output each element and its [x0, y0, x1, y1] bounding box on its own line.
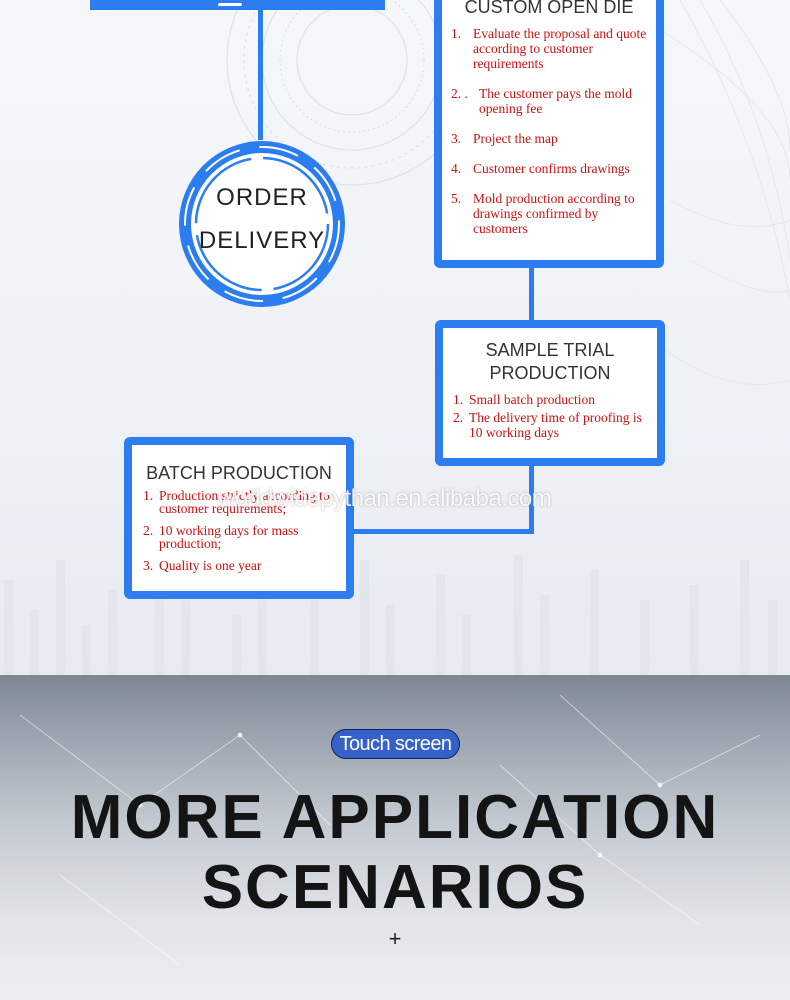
sample-trial-list: 1. Small batch production 2. The deliver… — [443, 392, 657, 440]
list-item: 4. Customer confirms drawings — [451, 161, 656, 176]
batch-production-box: BATCH PRODUCTION 1. Production strictly … — [124, 437, 354, 599]
process-flow-section: ORDER DELIVERY CUSTOM OPEN DIE 1. Evalua… — [0, 0, 790, 675]
order-delivery-node: ORDER DELIVERY — [172, 134, 352, 314]
application-scenarios-section: Touch screen MORE APPLICATION SCENARIOS … — [0, 675, 790, 1000]
sample-trial-production-box: SAMPLE TRIAL PRODUCTION 1. Small batch p… — [435, 320, 665, 466]
list-item: 1. Small batch production — [453, 392, 657, 407]
plus-icon: + — [385, 928, 405, 950]
touch-screen-tag: Touch screen — [331, 729, 460, 759]
sample-trial-title-line2: PRODUCTION — [443, 362, 657, 385]
custom-open-die-list: 1. Evaluate the proposal and quote accor… — [442, 26, 656, 236]
list-item: 2. . The customer pays the mold opening … — [451, 86, 656, 116]
order-delivery-ring — [172, 134, 352, 314]
list-item: 5. Mold production according to drawings… — [451, 191, 656, 236]
list-item: 2. 10 working days for mass production; — [143, 524, 346, 550]
headline-line2: SCENARIOS — [0, 853, 790, 923]
background-bars — [0, 0, 790, 675]
custom-open-die-box: CUSTOM OPEN DIE 1. Evaluate the proposal… — [434, 0, 664, 268]
headline-line1: MORE APPLICATION — [0, 783, 790, 853]
custom-open-die-title: CUSTOM OPEN DIE — [442, 0, 656, 19]
list-item: 1. Evaluate the proposal and quote accor… — [451, 26, 656, 71]
batch-production-title: BATCH PRODUCTION — [132, 462, 346, 485]
list-item: 2. The delivery time of proofing is 10 w… — [453, 410, 657, 440]
watermark-text: worldwidepythan.en.alibaba.com — [218, 485, 551, 513]
order-delivery-line2: DELIVERY — [172, 227, 352, 255]
connector-die-to-sample — [529, 266, 534, 322]
order-delivery-line1: ORDER — [172, 184, 352, 212]
connector-top-to-order — [258, 8, 263, 140]
sample-trial-title-line1: SAMPLE TRIAL — [443, 339, 657, 362]
connector-to-batch — [352, 529, 534, 534]
list-item: 3. Project the map — [451, 131, 656, 146]
previous-step-box — [90, 0, 385, 10]
list-item: 3. Quality is one year — [143, 559, 346, 572]
